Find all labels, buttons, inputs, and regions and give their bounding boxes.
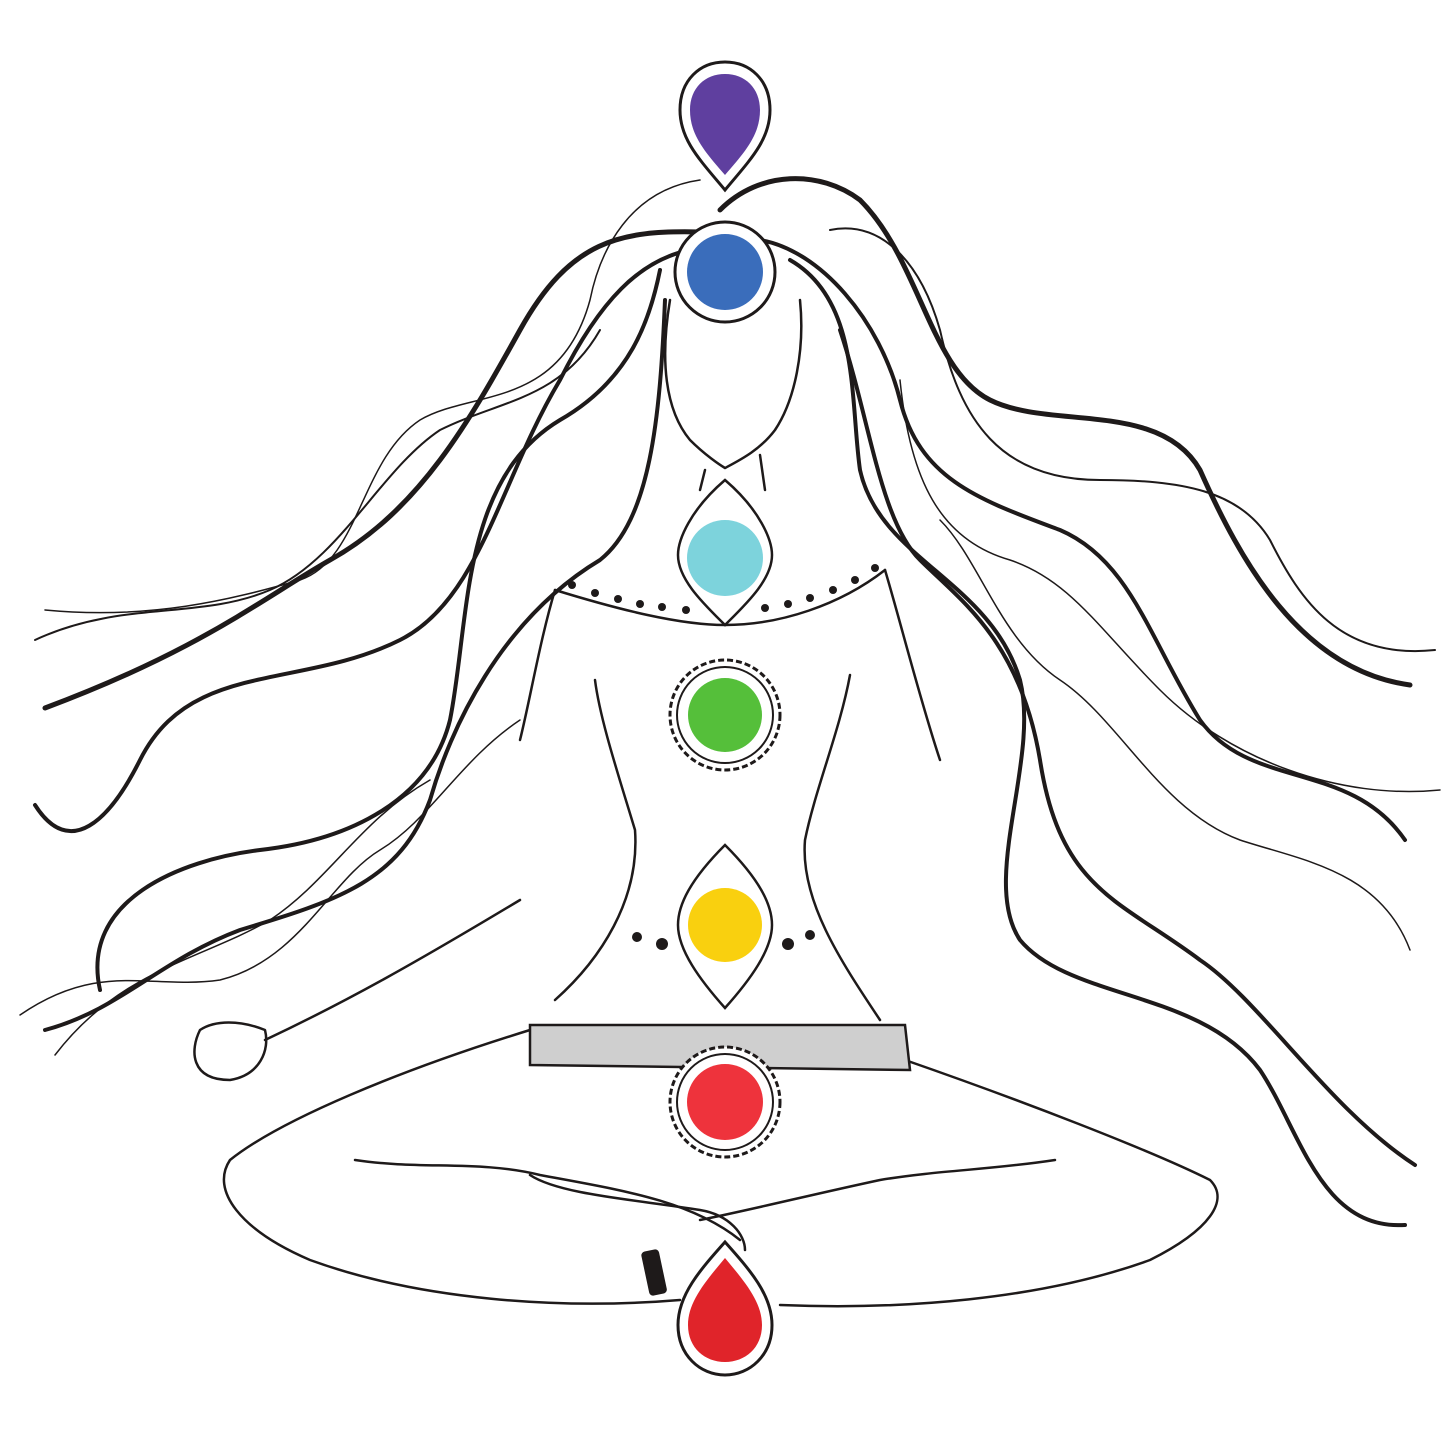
bracelet xyxy=(641,1249,667,1296)
body-outline xyxy=(193,298,1219,1308)
third-eye-chakra-fill xyxy=(687,234,763,310)
solar-plexus-chakra xyxy=(676,843,774,1010)
root-chakra xyxy=(676,1239,774,1377)
hair xyxy=(19,176,1441,1228)
chakras xyxy=(668,60,782,1377)
root-chakra-fill xyxy=(688,1258,762,1362)
sacral-chakra-fill xyxy=(687,1064,763,1140)
sacral-chakra xyxy=(668,1045,782,1159)
third-eye-chakra xyxy=(673,220,777,324)
throat-chakra-fill xyxy=(687,520,763,596)
heart-chakra-fill xyxy=(688,678,762,752)
throat-chakra xyxy=(676,478,774,627)
necklace-dots xyxy=(568,564,879,950)
solar-plexus-chakra-fill xyxy=(688,888,762,962)
crown-chakra-fill xyxy=(690,74,760,175)
heart-chakra xyxy=(668,658,782,772)
crown-chakra xyxy=(678,60,772,193)
